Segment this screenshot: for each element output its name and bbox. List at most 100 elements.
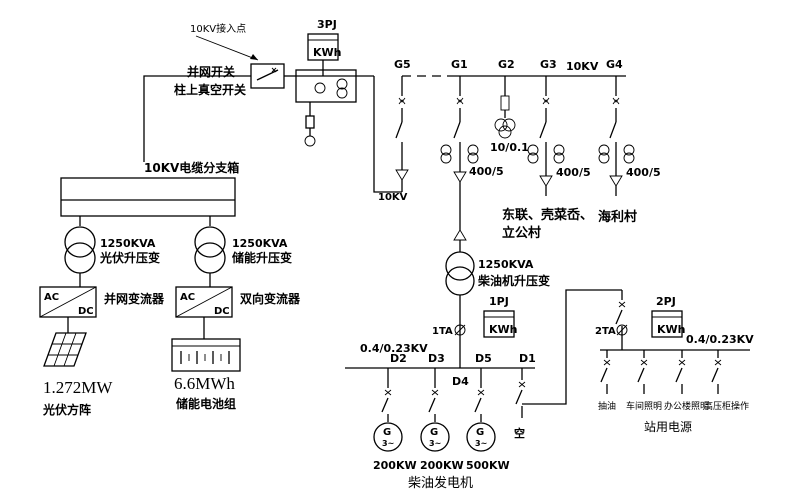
es-tx-rating: 1250KVA — [232, 237, 288, 250]
aux-branch-2 — [637, 350, 648, 394]
load-label-1: 东联、壳菜岙、 — [502, 207, 593, 223]
lv-bus-right-label: 0.4/0.23KV — [686, 333, 754, 346]
pv-capacity: 1.272MW — [43, 378, 113, 397]
gen-d2-power: 200KW — [373, 459, 417, 472]
load-label-2: 立公村 — [502, 225, 541, 241]
meter-1pj-box — [483, 310, 515, 338]
feeder-g5 — [395, 76, 409, 192]
pole-vacuum-switch-label: 柱上真空开关 — [174, 82, 246, 97]
g4-label: G4 — [606, 58, 623, 71]
cable-box-label: 10KV电缆分支箱 — [144, 160, 239, 175]
d4-label: D4 — [452, 375, 469, 388]
ct-2ta-slash — [616, 324, 628, 336]
pv-inverter-dc: DC — [78, 306, 94, 317]
d5-label: D5 — [475, 352, 492, 365]
metering-pt-2 — [336, 87, 348, 99]
es-tx-name: 储能升压变 — [232, 250, 292, 265]
branch-d3 — [428, 368, 439, 422]
bus-10kv-label: 10KV — [566, 60, 599, 73]
diesel-tx-rating: 1250KVA — [478, 258, 534, 271]
es-inverter-ac: AC — [180, 292, 195, 303]
generator-d2: G 3~ — [373, 422, 403, 452]
d1-label: D1 — [519, 352, 536, 365]
g5-bottom-label: 10KV — [378, 192, 408, 203]
ct-1ta-label: 1TA — [432, 326, 453, 337]
d3-label: D3 — [428, 352, 445, 365]
ct-1ta — [454, 324, 466, 336]
lv-bus-left-label: 0.4/0.23KV — [360, 342, 428, 355]
battery-bank — [171, 338, 241, 372]
g2-ratio: 10/0.1 — [490, 141, 529, 154]
pv-inverter-ac: AC — [44, 292, 59, 303]
access-point-label: 10KV接入点 — [190, 22, 246, 35]
spare-label: 空 — [514, 426, 525, 440]
ct-g3-label: 400/5 — [556, 166, 591, 179]
pv-transformer-hv — [64, 226, 96, 258]
diesel-transformer-lv — [445, 266, 475, 296]
ct-1ta-slash — [454, 324, 466, 336]
pv-inverter-diagonal — [39, 286, 97, 318]
feeder-to-switch — [143, 75, 251, 162]
aux-incoming — [615, 290, 626, 350]
feeder-g4 — [598, 76, 635, 196]
pv-transformer-lv — [64, 242, 96, 274]
meter-2pj-unit: KWh — [657, 323, 686, 336]
pv-tx-name: 光伏升压变 — [99, 250, 160, 265]
grid-switch-label: 并网开关 — [187, 64, 235, 79]
diesel-generator-title: 柴油发电机 — [408, 475, 473, 491]
es-transformer-lv — [194, 242, 226, 274]
g5-label: G5 — [394, 58, 411, 71]
aux-load-2: 车间照明 — [626, 400, 662, 412]
svg-text:G: G — [476, 427, 484, 438]
meter-3pj-tag: 3PJ — [317, 18, 337, 31]
svg-text:G: G — [430, 427, 438, 438]
svg-text:G: G — [383, 427, 391, 438]
es-inverter-label: 双向变流器 — [240, 291, 301, 306]
ct-g1-label: 400/5 — [469, 165, 504, 178]
meter-2pj-tag: 2PJ — [656, 295, 676, 308]
pt-transformer — [304, 135, 316, 147]
aux-branch-1 — [600, 350, 611, 394]
pv-tx-rating: 1250KVA — [100, 237, 156, 250]
g3-label: G3 — [540, 58, 557, 71]
metering-pt-1 — [336, 78, 348, 90]
branch-d1 — [515, 289, 622, 418]
feeder-g1 — [440, 76, 479, 252]
feeder-to-g5 — [373, 76, 402, 193]
aux-load-4: 高压柜操作 — [704, 400, 749, 412]
d2-label: D2 — [390, 352, 407, 365]
diesel-transformer-hv — [445, 251, 475, 281]
es-inverter-diagonal — [175, 286, 233, 318]
ct-2ta — [616, 324, 628, 336]
pv-inverter-label: 并网变流器 — [104, 291, 165, 306]
pole-vacuum-switch — [250, 63, 285, 89]
es-battery-name: 储能电池组 — [176, 396, 236, 411]
es-capacity: 6.6MWh — [174, 374, 235, 393]
branch-d2 — [381, 368, 392, 422]
switch-x-mark — [271, 67, 277, 73]
svg-text:3~: 3~ — [475, 439, 487, 448]
generator-d3: G 3~ — [420, 422, 450, 452]
meter-1pj-unit: KWh — [489, 323, 518, 336]
load-label-3: 海利村 — [598, 209, 637, 225]
meter-1pj-tag: 1PJ — [489, 295, 509, 308]
metering-ct-1 — [314, 82, 326, 94]
generator-d5: G 3~ — [466, 422, 496, 452]
es-inverter-dc: DC — [214, 306, 230, 317]
pv-array-panel — [43, 332, 87, 367]
meter-2pj-box — [651, 310, 683, 338]
cable-branch-box — [60, 177, 236, 217]
feeder-g3 — [527, 76, 565, 196]
aux-load-1: 抽油 — [598, 400, 616, 412]
feeder-g2 — [494, 76, 516, 139]
aux-power-title: 站用电源 — [644, 420, 692, 434]
ct-g4-label: 400/5 — [626, 166, 661, 179]
ct-2ta-label: 2TA — [595, 326, 616, 337]
svg-text:3~: 3~ — [382, 439, 394, 448]
switch-blade — [256, 69, 279, 81]
g2-label: G2 — [498, 58, 515, 71]
es-transformer-hv — [194, 226, 226, 258]
pt-fuse — [305, 115, 315, 129]
svg-text:3~: 3~ — [429, 439, 441, 448]
